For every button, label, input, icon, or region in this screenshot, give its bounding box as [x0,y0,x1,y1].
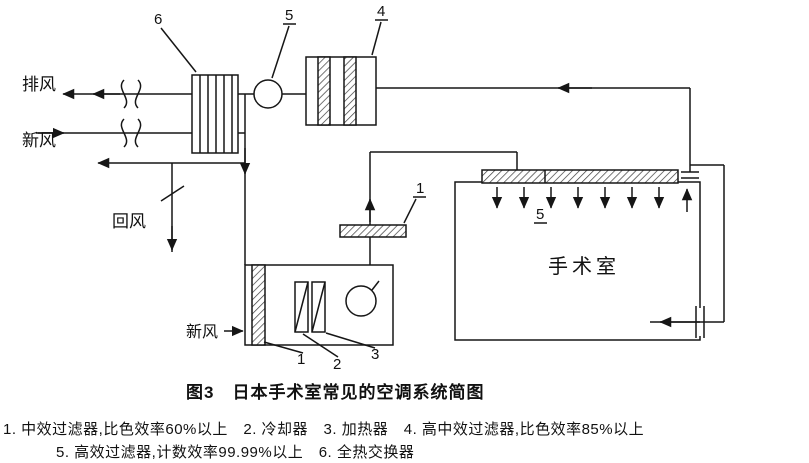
air-handling-unit [224,264,394,358]
callout-number-1-mid: 1 [416,180,424,197]
damper-icon [160,185,185,202]
number-underlines [283,19,547,224]
label-return-air: 回风 [112,212,146,231]
fan-icon [253,79,283,109]
operating-room [454,169,701,341]
callout-number-5-room: 5 [536,206,544,223]
leader-line-2 [302,333,339,358]
flex-connector-icon [134,118,142,148]
return-air-drop [160,163,185,252]
callout-number-1: 1 [297,351,305,368]
callout-number-5-top: 5 [285,7,293,24]
flex-connector-icon [120,118,128,148]
return-duct-right [650,164,725,338]
leader-line-5 [271,25,290,79]
room-outline [454,181,701,341]
leader-line-4 [371,21,382,56]
ceiling-hepa-band [481,169,679,184]
label-exhaust-air: 排风 [22,75,56,94]
heat-exchanger [160,27,239,154]
legend-line-1: 1. 中效过滤器,比色效率60%以上 2. 冷却器 3. 加热器 4. 高中效过… [3,421,645,438]
flex-connector-icon [120,79,128,109]
leader-line-6 [160,27,197,73]
filter-4 [305,21,382,126]
filter-media [251,264,266,346]
legend-line-2: 5. 高效过滤器,计数效率99.99%以上 6. 全热交换器 [56,444,415,461]
label-operating-room: 手术室 [548,255,620,278]
label-fresh-air: 新风 [22,131,56,150]
label-fresh-air-bottom: 新风 [186,323,218,341]
leader-line-3 [325,332,376,349]
callout-number-4: 4 [377,3,385,20]
leader-line-1 [263,341,304,354]
coil-diagonal [294,281,309,333]
filter-media [317,56,331,126]
supply-fan-icon [345,285,377,317]
exhaust-duct-top [376,82,699,179]
callout-number-3: 3 [371,346,379,363]
coil-diagonal [311,281,326,333]
figure-caption: 图3 日本手术室常见的空调系统简图 [186,383,485,402]
supply-duct [339,151,518,265]
filter-box [305,56,377,126]
heat-exchanger-box [191,74,239,154]
callout-number-6: 6 [154,11,162,28]
exhaust-fan [253,25,306,109]
hvac-schematic: 排风 新风 回风 新风 手术室 6 5 4 1 5 1 2 3 [22,3,725,373]
callout-number-2: 2 [333,356,341,373]
filter-media [343,56,357,126]
fan-volute [371,280,380,291]
flex-connector-icon [134,79,142,109]
leader-line-1 [403,198,417,224]
inline-filter [339,224,407,238]
